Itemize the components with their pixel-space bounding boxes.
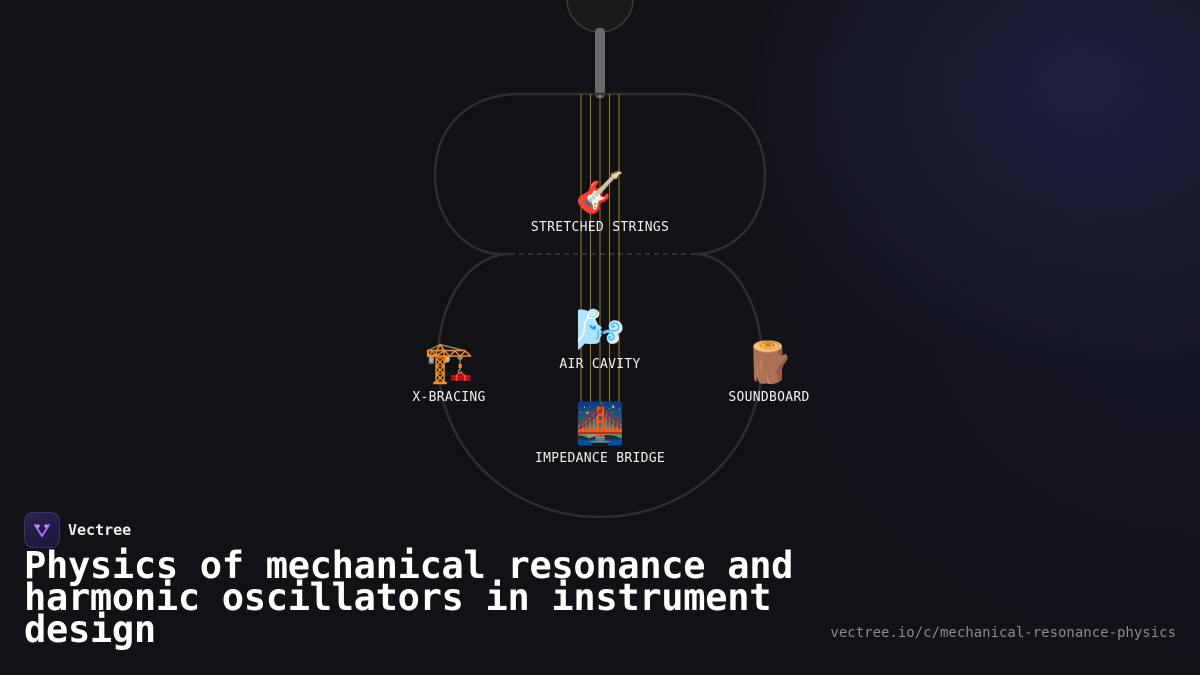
guitar-icon: 🎸 (575, 170, 625, 216)
page-title: Physics of mechanical resonance and harm… (24, 544, 794, 651)
vectree-logo-icon (24, 512, 60, 548)
node-label: IMPEDANCE BRIDGE (534, 451, 666, 466)
node-x-bracing: 🏗️ X-BRACING (412, 340, 485, 405)
node-label: SOUNDBOARD (728, 390, 810, 405)
page-url[interactable]: vectree.io/c/mechanical-resonance-physic… (830, 625, 1176, 641)
guitar-neck (595, 28, 605, 98)
lower-bout (436, 252, 764, 519)
wood-icon: 🪵 (744, 340, 794, 386)
node-label: AIR CAVITY (559, 357, 641, 372)
node-impedance-bridge: 🌉 IMPEDANCE BRIDGE (535, 401, 665, 466)
node-stretched-strings: 🎸 STRETCHED STRINGS (531, 170, 669, 235)
headstock-knob (566, 0, 634, 33)
node-soundboard: 🪵 SOUNDBOARD (728, 340, 809, 405)
node-air-cavity: 🌬️ AIR CAVITY (559, 307, 640, 372)
brand-name: Vectree (68, 521, 132, 539)
upper-bout (433, 92, 767, 256)
strings (580, 94, 620, 410)
node-label: X-BRACING (412, 390, 486, 405)
node-label: STRETCHED STRINGS (530, 220, 670, 235)
crane-icon: 🏗️ (424, 340, 474, 386)
wind-icon: 🌬️ (575, 307, 625, 353)
brand[interactable]: Vectree (24, 512, 131, 548)
bridge-icon: 🌉 (575, 401, 625, 447)
